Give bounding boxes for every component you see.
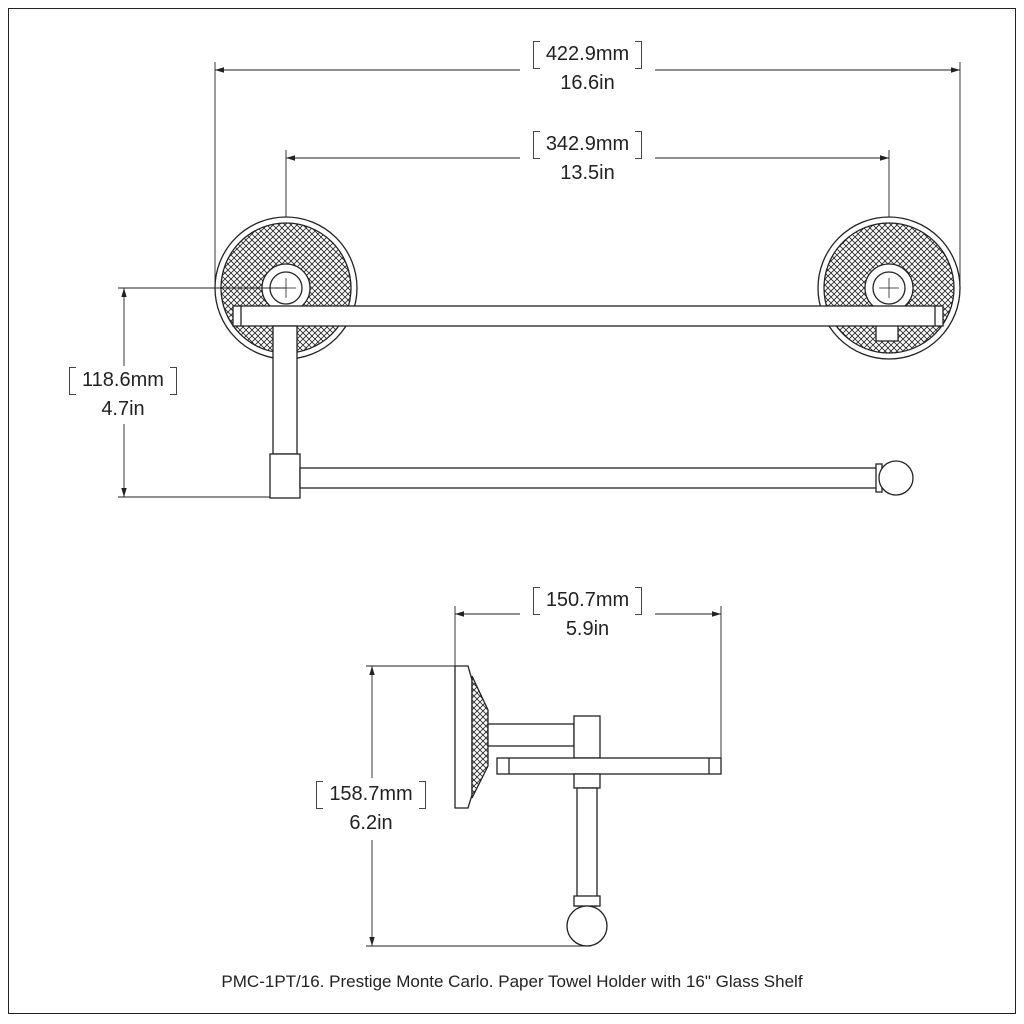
drawing-frame (8, 8, 1016, 1014)
front-height-mm: 118.6mm (82, 369, 164, 391)
side-height-mm: 158.7mm (329, 783, 413, 805)
side-height-in: 6.2in (349, 811, 393, 834)
overall-width-in: 16.6in (560, 71, 615, 94)
right-rosette (817, 216, 961, 360)
side-depth-mm: 150.7mm (545, 589, 630, 611)
center-width-in: 13.5in (560, 161, 615, 184)
side-depth-label: 150.7mm 5.9in (520, 586, 655, 643)
drawing-caption: PMC-1PT/16. Prestige Monte Carlo. Paper … (221, 972, 803, 991)
overall-width-mm: 422.9mm (545, 43, 630, 65)
front-height-label: 118.6mm 4.7in (52, 366, 194, 423)
center-width-label: 342.9mm 13.5in (520, 130, 655, 187)
center-width-mm: 342.9mm (545, 133, 630, 155)
towel-rod (299, 467, 879, 489)
side-glass-shelf (496, 757, 722, 775)
overall-width-label: 422.9mm 16.6in (520, 40, 655, 97)
glass-shelf (232, 305, 944, 327)
front-view (118, 62, 961, 499)
side-depth-in: 5.9in (565, 617, 610, 640)
side-view (366, 606, 722, 947)
support-post (272, 325, 298, 455)
rod-finial (878, 460, 914, 496)
side-rod-end (566, 905, 608, 947)
front-height-in: 4.7in (101, 397, 145, 420)
side-height-label: 158.7mm 6.2in (300, 780, 442, 837)
